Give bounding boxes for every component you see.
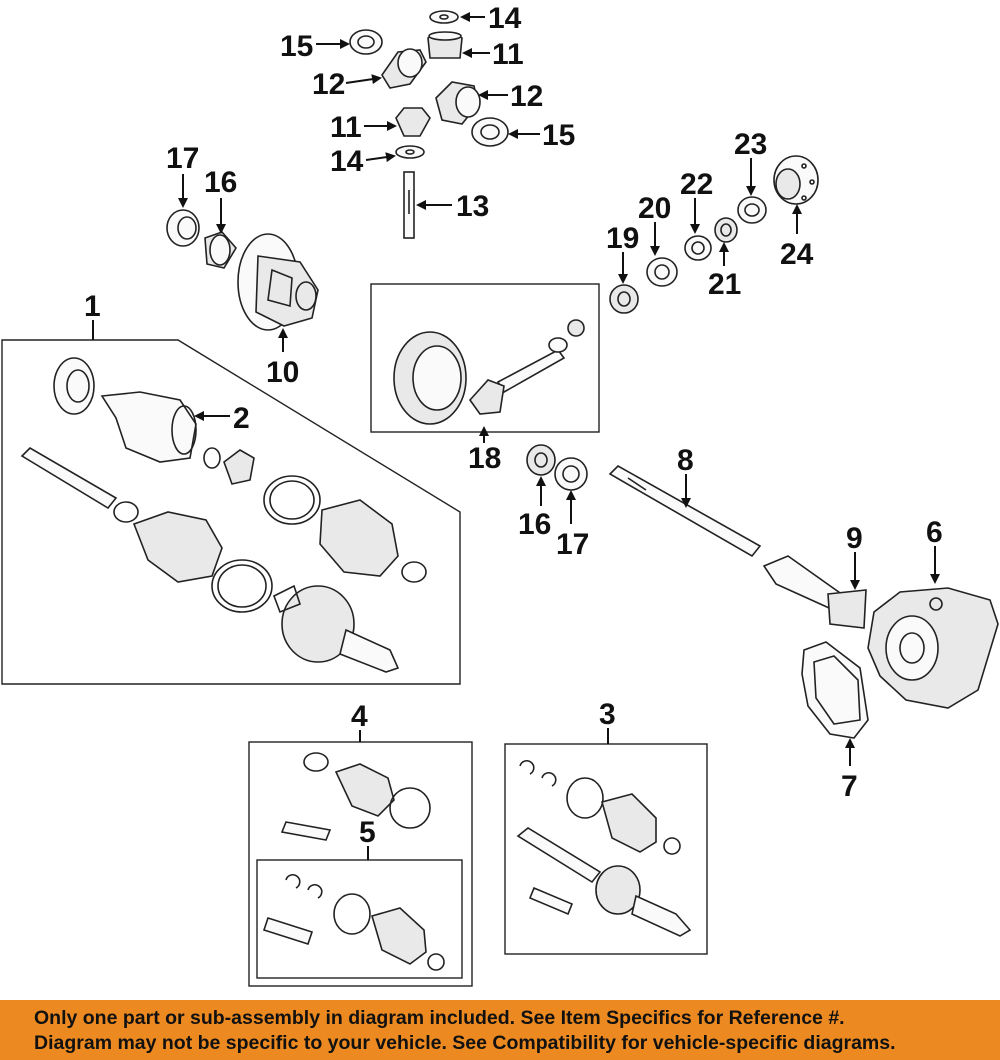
outer-boot xyxy=(319,499,399,577)
callout-12-right: 12 xyxy=(510,80,543,113)
callout-15-top: 15 xyxy=(280,30,313,63)
tripod-joint xyxy=(223,449,255,485)
race-20 xyxy=(646,257,678,287)
callout-9: 9 xyxy=(846,522,863,555)
carrier-housing-6 xyxy=(867,587,999,709)
disclaimer-banner: Only one part or sub-assembly in diagram… xyxy=(0,1000,1000,1060)
boot-clamp-small-right xyxy=(401,561,427,583)
callout-22: 22 xyxy=(680,168,713,201)
leader-lines xyxy=(92,12,940,860)
axle-tube-9 xyxy=(762,555,867,629)
pinion-gear-11-mid xyxy=(395,107,431,137)
callout-16-top: 16 xyxy=(204,166,237,199)
differential-cover-7 xyxy=(801,641,869,739)
boot-kit-box-5 xyxy=(256,859,463,979)
callout-19: 19 xyxy=(606,222,639,255)
callout-8: 8 xyxy=(677,444,694,477)
side-gear-washer-15-top xyxy=(349,29,383,55)
axle-kit-3-parts xyxy=(516,760,692,937)
bearing-21 xyxy=(714,217,738,243)
differential-case-10 xyxy=(237,233,319,331)
boot-clamp-small xyxy=(113,501,139,523)
snap-ring-small xyxy=(203,447,221,469)
callout-14-mid: 14 xyxy=(330,145,364,178)
side-gear-12-mid xyxy=(435,81,481,125)
callout-11-top: 11 xyxy=(492,38,524,71)
callout-16-bottom: 16 xyxy=(518,508,551,541)
callout-13: 13 xyxy=(456,190,489,223)
boot-kit-5-parts xyxy=(262,874,445,971)
axle-shaft-8 xyxy=(608,465,762,558)
callout-23: 23 xyxy=(734,128,767,161)
pinion-gear-11-top xyxy=(427,31,463,59)
inner-joint-housing xyxy=(100,391,197,463)
callout-4: 4 xyxy=(351,700,368,733)
inner-boot xyxy=(132,511,223,583)
callout-24: 24 xyxy=(780,238,814,271)
race-22 xyxy=(684,235,712,261)
bearing-race-17-lower xyxy=(554,457,588,491)
disclaimer-line-2: Diagram may not be specific to your vehi… xyxy=(34,1032,896,1054)
pinion-washer-14-mid xyxy=(395,145,425,159)
callout-2: 2 xyxy=(233,402,250,435)
side-gear-12-top xyxy=(381,48,427,89)
bearing-19 xyxy=(609,284,639,314)
bearing-16-left xyxy=(204,231,237,269)
callout-18: 18 xyxy=(468,442,501,475)
callout-10: 10 xyxy=(266,356,299,389)
callout-17-top: 17 xyxy=(166,142,199,175)
callout-17-bottom: 17 xyxy=(556,528,589,561)
callout-1: 1 xyxy=(84,290,101,323)
boot-clamp-large-top xyxy=(263,475,321,525)
callout-labels: 15 14 11 12 12 11 15 14 13 17 16 10 1 2 … xyxy=(84,2,943,849)
companion-flange-24 xyxy=(773,155,819,205)
callout-7: 7 xyxy=(841,770,858,803)
axle-assembly-box xyxy=(1,339,461,685)
outer-cv-joint xyxy=(272,584,400,673)
callout-14-top: 14 xyxy=(488,2,522,35)
boot-kit-4-parts xyxy=(280,752,431,841)
callout-20: 20 xyxy=(638,192,671,225)
callout-6: 6 xyxy=(926,516,943,549)
callout-15-mid: 15 xyxy=(542,119,575,152)
callout-21: 21 xyxy=(708,268,741,301)
side-gear-washer-15-mid xyxy=(471,117,509,147)
bearing-race-17-left xyxy=(166,209,200,247)
pinion-shaft-13 xyxy=(403,171,415,239)
ring-gear xyxy=(393,331,467,425)
callout-3: 3 xyxy=(599,698,616,731)
drive-pinion xyxy=(468,319,585,415)
callout-11-mid: 11 xyxy=(330,111,362,144)
callout-5: 5 xyxy=(359,816,376,849)
axle-kit-box-3 xyxy=(504,743,708,955)
disclaimer-line-1: Only one part or sub-assembly in diagram… xyxy=(34,1007,845,1029)
parts-diagram: 15 14 11 12 12 11 15 14 13 17 16 10 1 2 … xyxy=(1,2,999,987)
boot-clamp-large-bottom xyxy=(211,559,273,613)
oil-seal xyxy=(53,357,95,415)
inner-shaft xyxy=(20,446,118,510)
bearing-16-lower xyxy=(526,444,556,476)
pinion-washer-14-top xyxy=(429,10,459,24)
callout-12-left: 12 xyxy=(312,68,345,101)
seal-23 xyxy=(737,196,767,224)
